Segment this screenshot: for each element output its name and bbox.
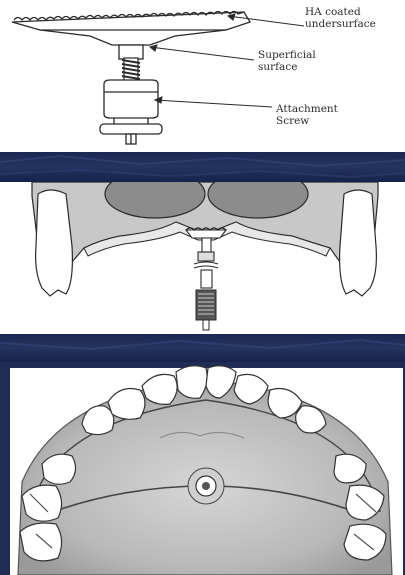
tooth-left — [36, 190, 73, 296]
implant-disc — [12, 12, 250, 46]
maxilla-cross-section — [0, 182, 405, 332]
label-attachment-screw: Attachment Screw — [276, 103, 338, 127]
screwdriver-attachment — [196, 290, 216, 330]
label-superficial-line1: Superficial — [258, 49, 316, 61]
divider-band-top — [0, 152, 405, 182]
implant-in-palate — [186, 228, 226, 288]
divider-band-bottom — [0, 334, 405, 362]
superficial-post — [119, 45, 143, 59]
label-attachment-line2: Screw — [276, 115, 338, 127]
palatal-implant — [188, 468, 224, 504]
threaded-screw — [122, 58, 140, 82]
label-ha-coated-line2: undersurface — [305, 18, 376, 30]
implant-diagram-panel: HA coated undersurface Superficial surfa… — [0, 0, 405, 150]
palatal-occlusal-view — [0, 362, 405, 575]
label-superficial-line2: surface — [258, 61, 316, 73]
attachment-body — [100, 80, 162, 144]
cross-section-panel — [0, 182, 405, 332]
label-attachment-line1: Attachment — [276, 103, 338, 115]
label-ha-coated-line1: HA coated — [305, 6, 376, 18]
label-ha-coated: HA coated undersurface — [305, 6, 376, 30]
palate-panel — [0, 362, 405, 575]
label-superficial-surface: Superficial surface — [258, 49, 316, 73]
tooth-right — [340, 190, 377, 296]
